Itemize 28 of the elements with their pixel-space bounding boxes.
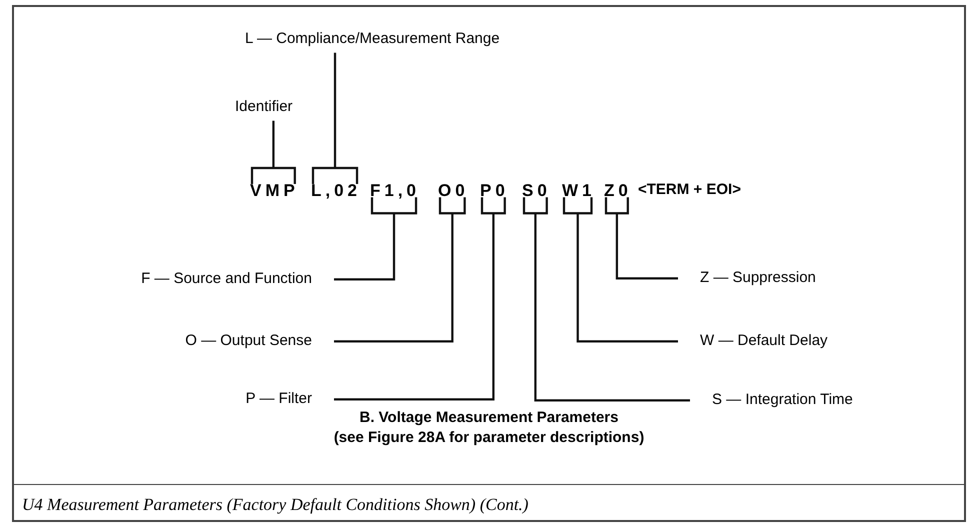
figure-caption: U4 Measurement Parameters (Factory Default Conditions Shown) (Cont.)	[22, 494, 528, 516]
leader-line	[332, 196, 418, 280]
command-code: S0	[522, 180, 551, 202]
command-code: VMP	[250, 180, 299, 202]
command-code: P0	[480, 180, 509, 202]
figure-subtitle: B. Voltage Measurement Parameters	[360, 408, 618, 428]
leader-line	[250, 120, 296, 186]
figure-subtitle: (see Figure 28A for parameter descriptions)	[334, 428, 644, 448]
parameter-label: W — Default Delay	[700, 332, 828, 351]
leader-line	[562, 196, 680, 342]
command-code: Z0	[604, 180, 632, 202]
leader-line	[522, 196, 692, 402]
leader-line	[332, 196, 466, 342]
leader-line	[312, 52, 358, 186]
parameter-label: P — Filter	[246, 390, 312, 409]
leader-line	[604, 196, 680, 280]
command-code: W1	[562, 180, 596, 202]
parameter-label: Z — Suppression	[700, 269, 816, 288]
parameter-label: S — Integration Time	[712, 391, 853, 410]
parameter-label: L — Compliance/Measurement Range	[245, 30, 500, 49]
command-code: L,02	[311, 180, 362, 202]
parameter-label: O — Output Sense	[185, 332, 312, 351]
leader-line	[332, 196, 506, 400]
command-code: <TERM + EOI>	[638, 181, 741, 200]
command-code: F1,0	[370, 180, 420, 202]
parameter-label: Identifier	[235, 98, 293, 117]
command-code: O0	[438, 180, 469, 202]
parameter-label: F — Source and Function	[141, 270, 312, 289]
